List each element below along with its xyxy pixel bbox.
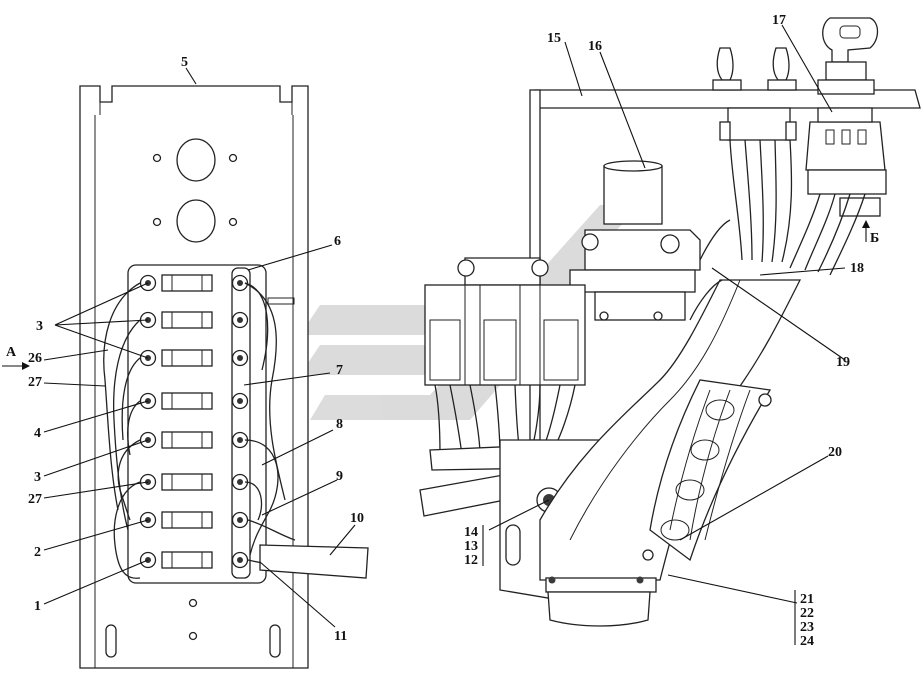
callout-label: 18	[850, 261, 864, 276]
callout-label: 10	[350, 511, 364, 526]
group-left-label: 13	[464, 539, 478, 554]
group-left-label: 12	[464, 553, 478, 568]
callout-label: 11	[334, 629, 347, 644]
view-b-label: Б	[870, 231, 879, 246]
callout-label: 5	[181, 55, 188, 70]
group-left-label: 14	[464, 525, 478, 540]
callout-label: 27	[28, 375, 42, 390]
callout-label: 2	[34, 545, 41, 560]
view-a-label: A	[6, 345, 17, 360]
group-right-label: 24	[800, 634, 814, 649]
callout-label: 9	[336, 469, 343, 484]
left-wiring	[103, 267, 369, 579]
leader-lines	[2, 24, 870, 645]
callout-label: 1	[34, 599, 41, 614]
callout-label: 27	[28, 492, 42, 507]
callout-label: 19	[836, 355, 850, 370]
callout-label: 15	[547, 31, 561, 46]
callout-label: 20	[828, 445, 842, 460]
group-right-label: 22	[800, 606, 814, 621]
right-assembly	[419, 17, 921, 627]
callout-label: 7	[336, 363, 343, 378]
callout-label: 16	[588, 39, 602, 54]
group-right-label: 21	[800, 592, 814, 607]
group-right-label: 23	[800, 620, 814, 635]
callout-label: 3	[34, 470, 41, 485]
callout-label: 6	[334, 234, 341, 249]
callout-label: 3	[36, 319, 43, 334]
callout-label: 4	[34, 426, 41, 441]
callout-label: 26	[28, 351, 42, 366]
callout-label: 8	[336, 417, 343, 432]
fuse-panel	[79, 85, 309, 669]
callout-label: 17	[772, 13, 786, 28]
callout-labels: 5 6 3 A 26 27 4 3 27 2 1 7 8 9 10 11 15 …	[6, 13, 879, 649]
